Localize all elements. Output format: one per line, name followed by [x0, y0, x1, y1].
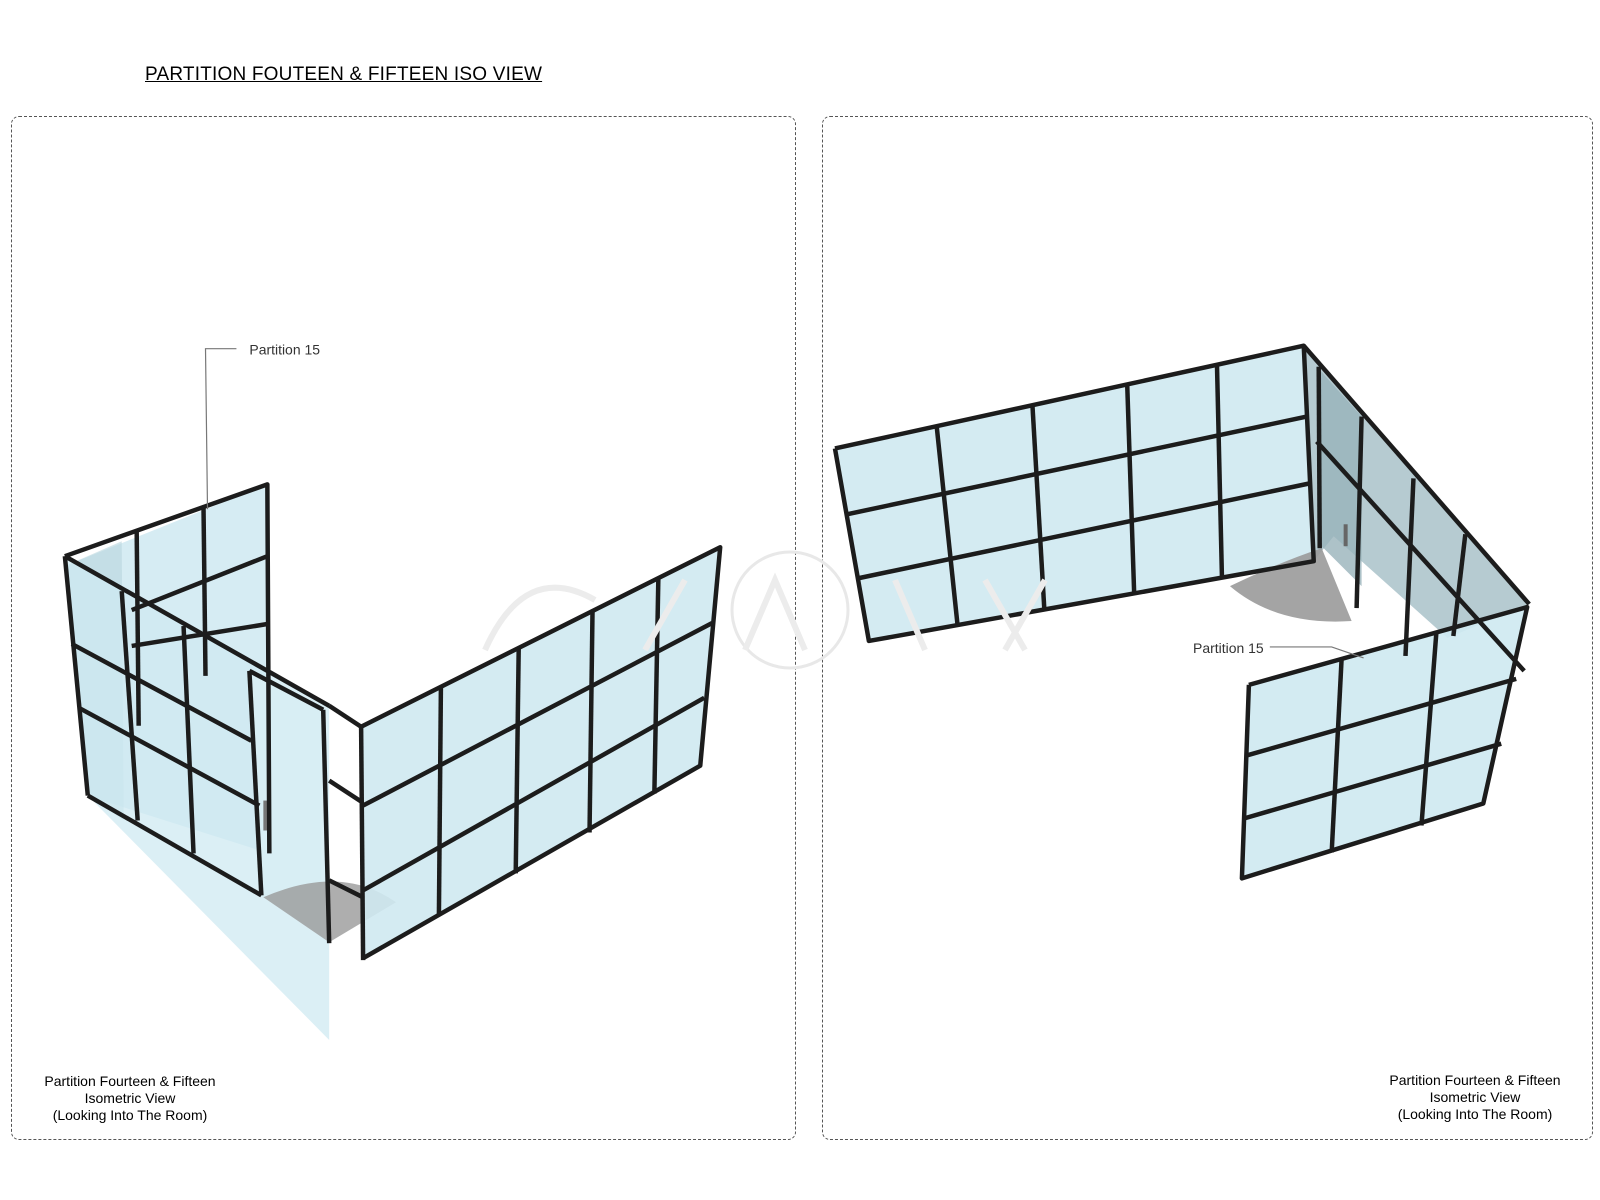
drawing-panel-left: Partition 15 Partition Fourteen & Fiftee…: [11, 116, 796, 1140]
glass-panel: [361, 547, 721, 959]
door-handle: [263, 800, 268, 831]
caption-left: Partition Fourteen & Fifteen Isometric V…: [40, 1073, 220, 1124]
caption-line: (Looking Into The Room): [1397, 1106, 1553, 1122]
iso-drawing-left: Partition 15: [62, 342, 723, 1040]
door-swing-arc: [1229, 548, 1352, 622]
callout-label: Partition 15: [1193, 640, 1264, 656]
glass-panel: [834, 345, 1314, 641]
callout-partition-15: Partition 15: [204, 342, 320, 510]
caption-line: Partition Fourteen & Fifteen: [1389, 1072, 1561, 1088]
iso-drawing-right: Partition 15: [832, 343, 1531, 881]
door-handle: [1343, 524, 1348, 547]
caption-right: Partition Fourteen & Fifteen Isometric V…: [1380, 1072, 1570, 1123]
callout-label: Partition 15: [249, 342, 320, 358]
caption-line: Partition Fourteen & Fifteen: [44, 1073, 216, 1089]
back-wall: [834, 345, 1314, 641]
caption-line: Isometric View: [84, 1090, 176, 1106]
caption-line: Isometric View: [1429, 1089, 1521, 1105]
sheet-title: PARTITION FOUTEEN & FIFTEEN ISO VIEW: [145, 64, 543, 85]
drawing-panel-right: Partition 15 Partition Fourteen & Fiftee…: [822, 116, 1593, 1140]
caption-line: (Looking Into The Room): [52, 1107, 208, 1123]
callout-partition-15: Partition 15: [1193, 640, 1364, 659]
front-wall: [361, 547, 721, 959]
glass-panel-door: [1316, 366, 1362, 587]
